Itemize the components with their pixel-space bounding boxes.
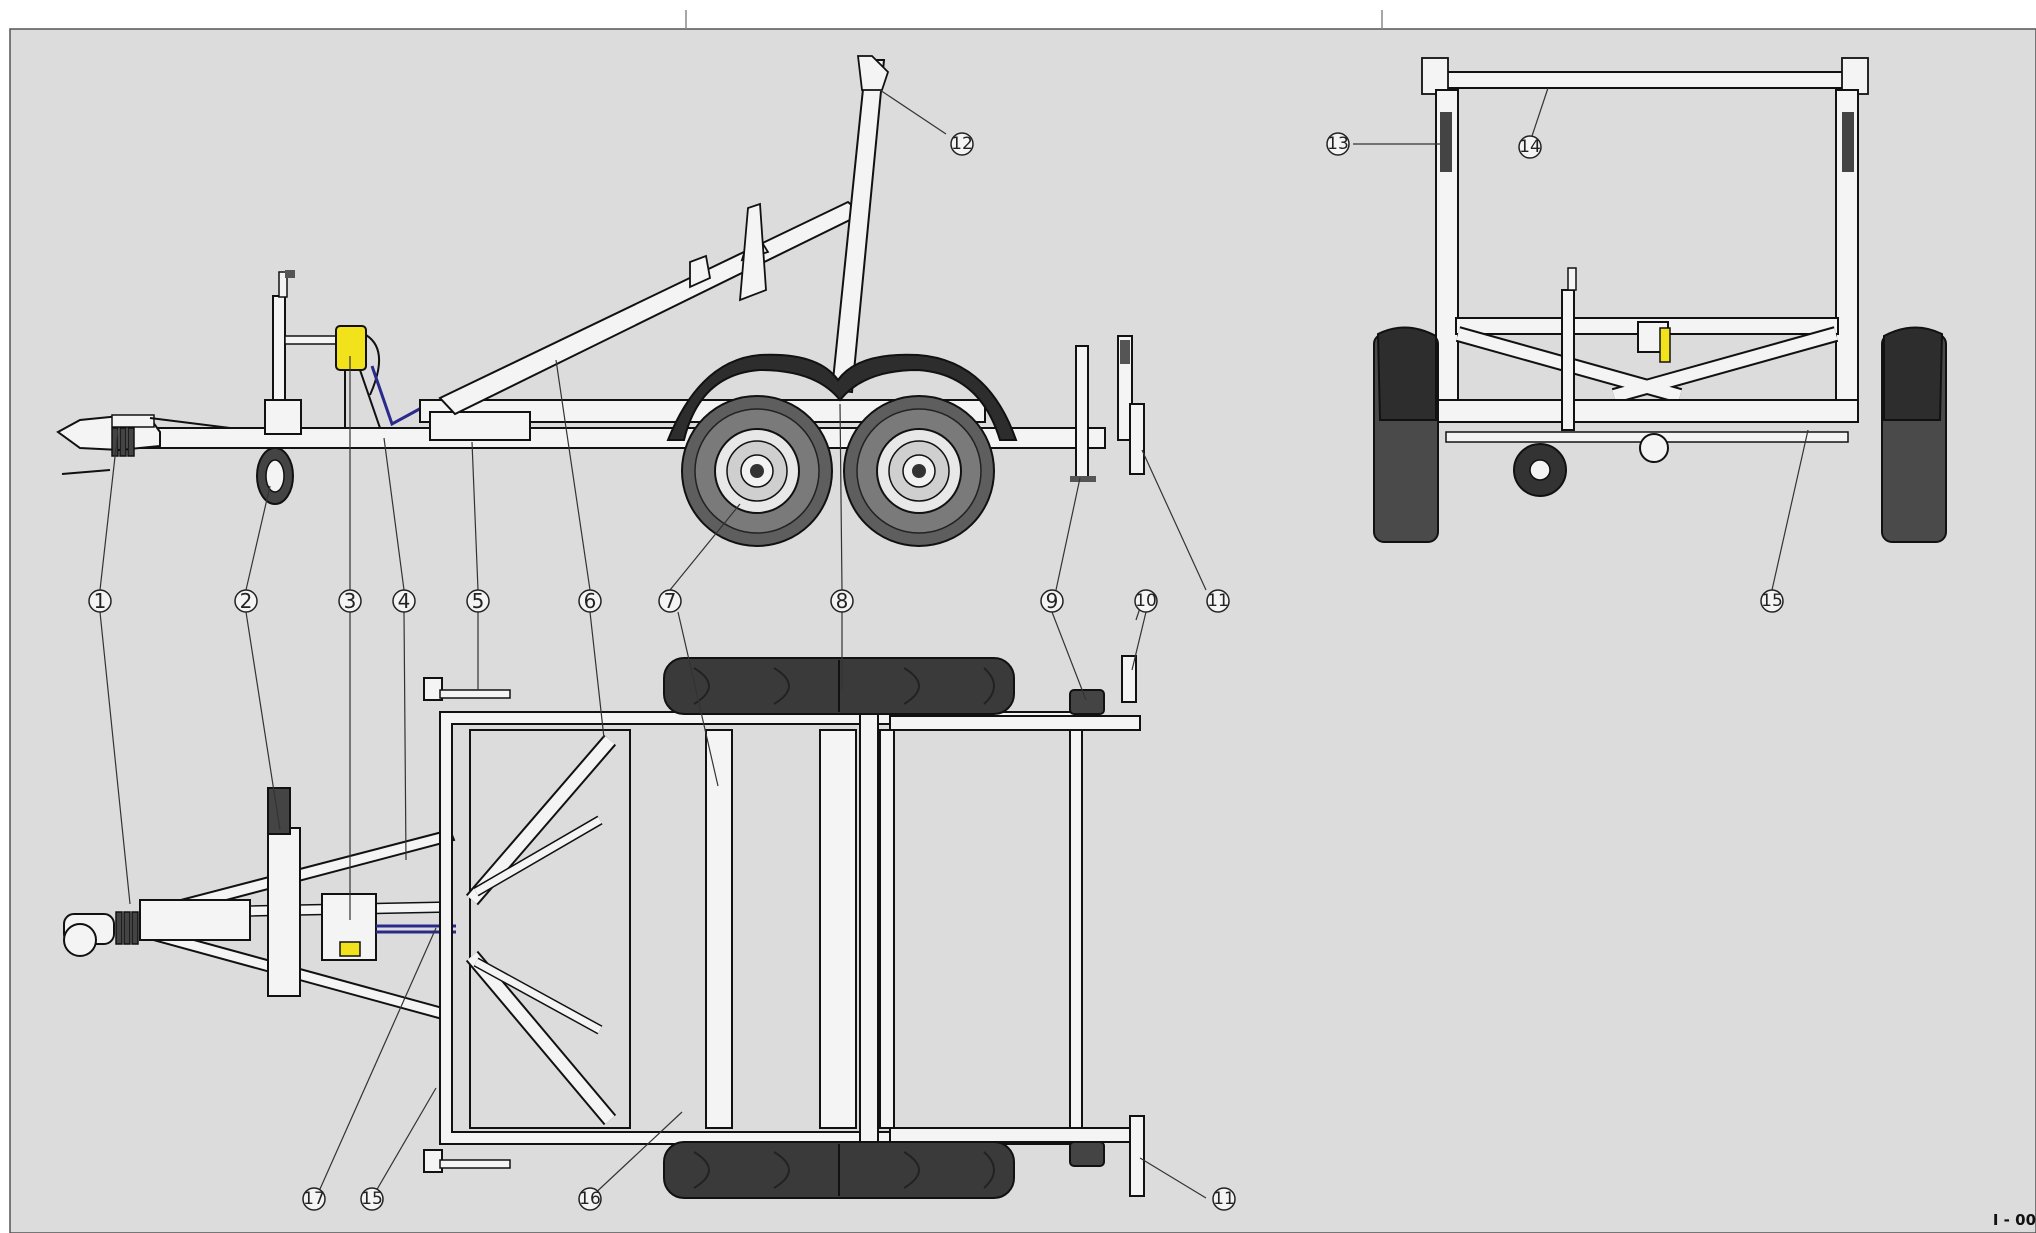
callout-6: 6: [578, 589, 602, 613]
svg-text:5: 5: [472, 589, 485, 613]
svg-text:4: 4: [398, 589, 411, 613]
callout-7: 7: [658, 589, 682, 613]
leader-lines: [99, 87, 1809, 1199]
callout-15-rear: 15: [1760, 589, 1784, 613]
callout-17: 17: [302, 1187, 326, 1211]
callout-15-top: 15: [360, 1187, 384, 1211]
svg-text:14: 14: [1519, 137, 1541, 157]
svg-text:7: 7: [664, 589, 677, 613]
callout-1: 1: [88, 589, 112, 613]
svg-text:17: 17: [303, 1189, 325, 1209]
svg-text:11: 11: [1213, 1189, 1235, 1209]
svg-text:15: 15: [361, 1189, 383, 1209]
callout-11-top: 11: [1212, 1187, 1236, 1211]
callout-2: 2: [234, 589, 258, 613]
svg-text:10: 10: [1135, 591, 1157, 611]
callout-9: 9: [1040, 589, 1064, 613]
svg-text:15: 15: [1761, 591, 1783, 611]
svg-text:9: 9: [1046, 589, 1059, 613]
callout-5: 5: [466, 589, 490, 613]
svg-text:11: 11: [1207, 591, 1229, 611]
top-view: [63, 655, 1145, 1199]
svg-text:13: 13: [1327, 134, 1349, 154]
callout-11: 11: [1206, 589, 1230, 613]
callout-13: 13: [1326, 132, 1350, 156]
svg-text:12: 12: [951, 134, 973, 154]
callout-14: 14: [1518, 135, 1542, 159]
rear-view: [1373, 57, 1947, 543]
callout-16: 16: [578, 1187, 602, 1211]
sheet-code: I - 00: [1992, 1211, 2036, 1229]
callout-8: 8: [830, 589, 854, 613]
callout-4: 4: [392, 589, 416, 613]
side-view: [56, 55, 1145, 547]
svg-text:6: 6: [584, 589, 597, 613]
svg-text:1: 1: [94, 589, 107, 613]
svg-text:16: 16: [579, 1189, 601, 1209]
callout-12: 12: [950, 132, 974, 156]
callouts: 1 2 3 4 5 6 7 8 9 10 11 12 13 14 15 17 1…: [88, 132, 1784, 1211]
svg-text:3: 3: [344, 589, 357, 613]
callout-10: 10: [1134, 589, 1158, 613]
svg-text:2: 2: [240, 589, 253, 613]
svg-text:8: 8: [836, 589, 849, 613]
callout-3: 3: [338, 589, 362, 613]
